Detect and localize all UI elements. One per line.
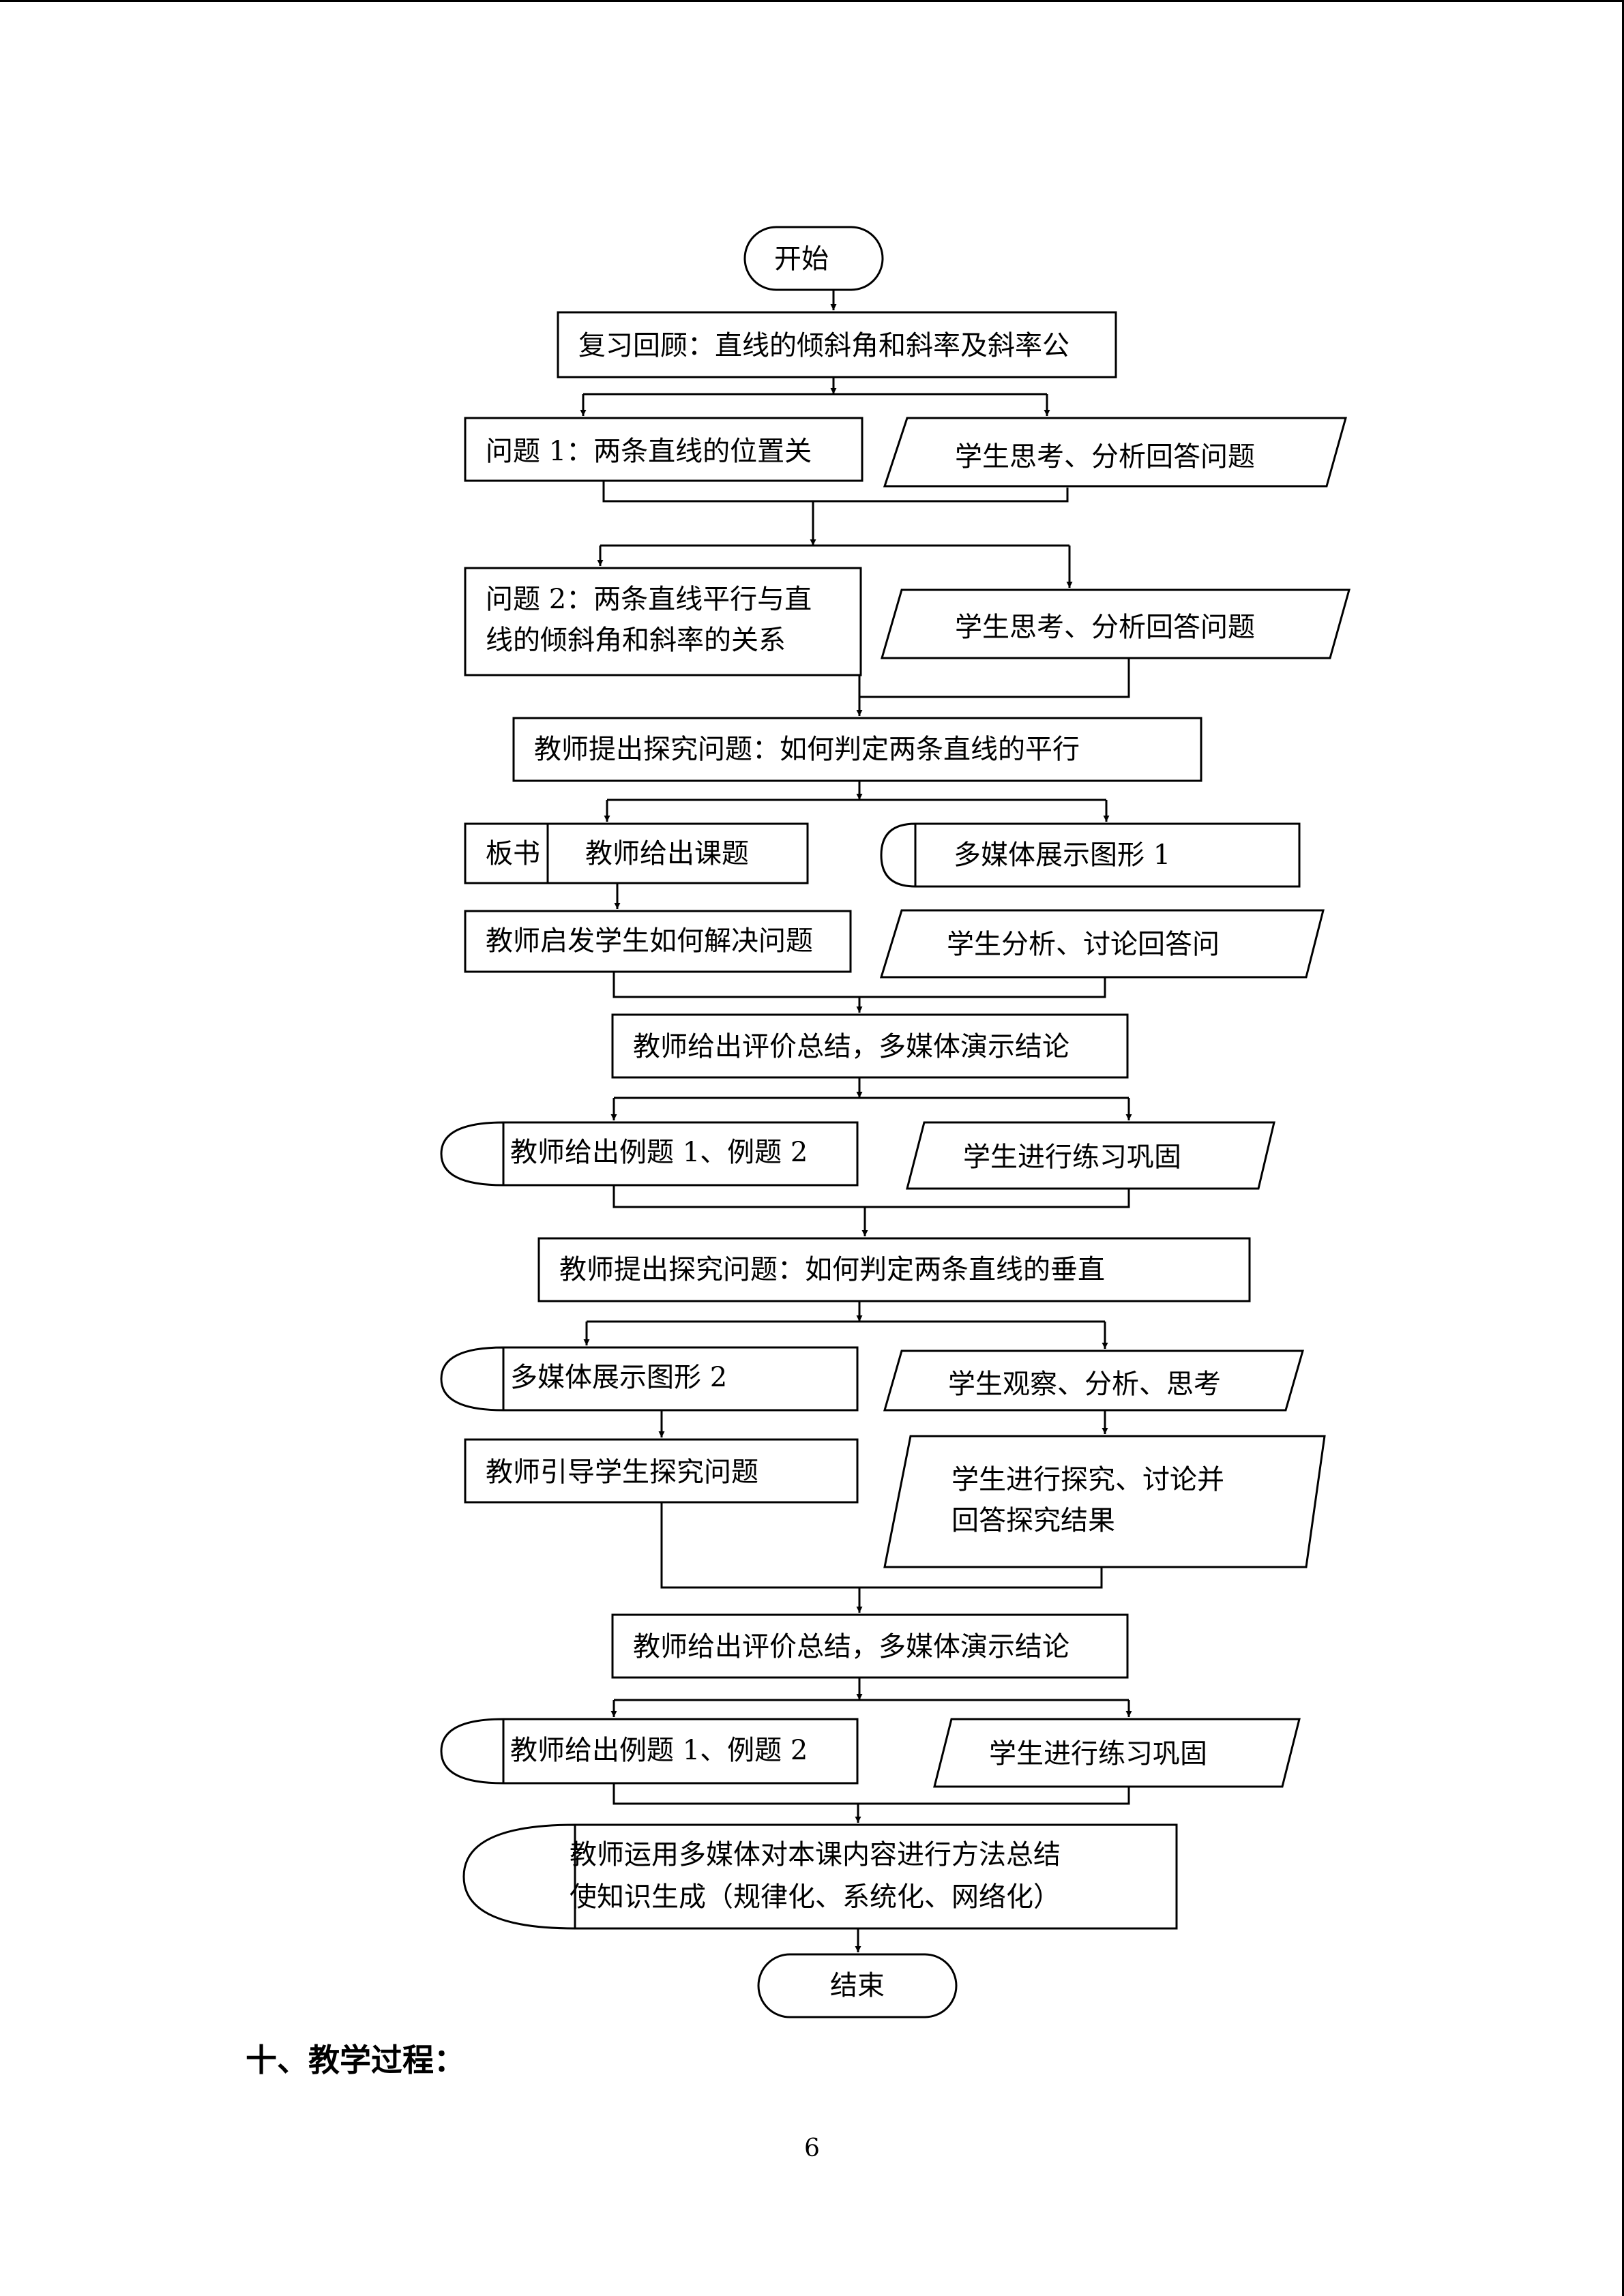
student-practice-1-label: 学生进行练习巩固 <box>963 1142 1181 1173</box>
teacher-guide-box <box>464 1438 859 1504</box>
final-summary-line-2: 使知识生成（规律化、系统化、网络化） <box>570 1881 1061 1913</box>
top-border <box>0 0 1624 2</box>
student-think-1-parallelogram <box>883 417 1347 488</box>
blackboard-label: 板书 <box>486 838 540 869</box>
student-think-2-label: 学生思考、分析回答问题 <box>955 612 1255 643</box>
teacher-perpendicular-label: 教师提出探究问题：如何判定两条直线的垂直 <box>559 1254 1105 1285</box>
media-figure-2-display <box>440 1346 859 1412</box>
final-summary-display <box>462 1823 1178 1930</box>
question-2-line-2: 线的倾斜角和斜率的关系 <box>486 625 786 656</box>
flowchart-shapes <box>440 226 1350 2018</box>
blackboard-topic-box <box>464 822 809 884</box>
student-explore-line-2: 回答探究结果 <box>951 1505 1115 1536</box>
flowchart-labels: 开始 复习回顾：直线的倾斜角和斜率及斜率公 问题 1：两条直线的位置关 学生思考… <box>486 243 1255 2001</box>
teacher-parallel-label: 教师提出探究问题：如何判定两条直线的平行 <box>534 734 1080 765</box>
final-summary-line-1: 教师运用多媒体对本课内容进行方法总结 <box>570 1839 1061 1870</box>
media-figure-2-label: 多媒体展示图形 2 <box>510 1362 727 1393</box>
start-terminal <box>743 226 884 291</box>
teacher-examples-1-display <box>440 1121 859 1187</box>
student-practice-2-parallelogram <box>933 1718 1301 1788</box>
start-label: 开始 <box>774 243 829 275</box>
student-observe-parallelogram <box>883 1350 1304 1412</box>
media-figure-1-label: 多媒体展示图形 1 <box>954 839 1170 871</box>
teacher-summary-2-label: 教师给出评价总结，多媒体演示结论 <box>633 1631 1069 1663</box>
review-label: 复习回顾：直线的倾斜角和斜率及斜率公 <box>578 330 1069 361</box>
teacher-perpendicular-box <box>537 1237 1251 1302</box>
student-practice-1-parallelogram <box>906 1121 1275 1190</box>
student-think-2-parallelogram <box>881 588 1350 659</box>
teacher-summary-1-box <box>611 1013 1129 1079</box>
page-number: 6 <box>804 2134 820 2162</box>
student-think-1-label: 学生思考、分析回答问题 <box>955 441 1255 473</box>
end-terminal <box>757 1953 958 2018</box>
teacher-inspire-box <box>464 910 852 973</box>
teacher-examples-2-display <box>440 1718 859 1785</box>
section-heading: 十、教学过程： <box>246 2042 465 2078</box>
student-observe-label: 学生观察、分析、思考 <box>948 1369 1221 1400</box>
teacher-examples-1-label: 教师给出例题 1、例题 2 <box>510 1137 808 1168</box>
teacher-summary-2-box <box>611 1613 1129 1679</box>
media-figure-1-display <box>880 822 1301 888</box>
student-practice-2-label: 学生进行练习巩固 <box>989 1738 1207 1770</box>
connector-lines <box>580 290 1132 1952</box>
student-discuss-parallelogram <box>879 909 1325 979</box>
teacher-inspire-label: 教师启发学生如何解决问题 <box>486 925 813 957</box>
question-2-line-1: 问题 2：两条直线平行与直 <box>486 584 812 615</box>
end-label: 结束 <box>830 1970 885 2001</box>
question-1-box <box>464 417 863 482</box>
student-discuss-label: 学生分析、讨论回答问 <box>947 929 1220 960</box>
teacher-topic-label: 教师给出课题 <box>585 838 749 869</box>
teacher-parallel-box <box>512 717 1202 782</box>
teacher-guide-label: 教师引导学生探究问题 <box>486 1457 758 1488</box>
teacher-examples-2-label: 教师给出例题 1、例题 2 <box>510 1735 808 1766</box>
student-explore-parallelogram <box>883 1435 1326 1568</box>
question-2-box <box>464 567 862 676</box>
teacher-summary-1-label: 教师给出评价总结，多媒体演示结论 <box>633 1031 1069 1062</box>
review-box <box>557 311 1117 378</box>
question-1-label: 问题 1：两条直线的位置关 <box>486 436 812 467</box>
student-explore-line-1: 学生进行探究、讨论并 <box>951 1464 1224 1495</box>
inner-dividers <box>502 824 576 1928</box>
right-border <box>1622 0 1624 2296</box>
